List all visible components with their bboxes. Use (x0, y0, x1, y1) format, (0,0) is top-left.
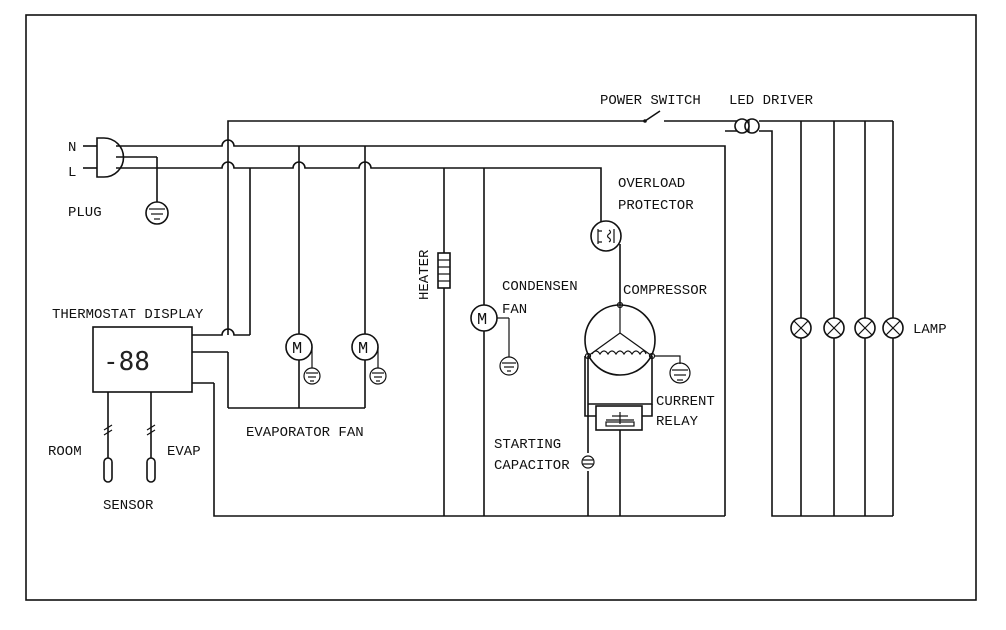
starting-label: STARTING (494, 437, 561, 453)
motor-symbol: M (358, 340, 368, 359)
condenser-fan: M (470, 304, 510, 357)
lamp-label: LAMP (913, 322, 947, 338)
compressor-label: COMPRESSOR (623, 283, 708, 299)
current-label: CURRENT (656, 394, 715, 410)
led-driver (734, 118, 760, 134)
wire-compressor-relay (587, 356, 653, 405)
fan-label: FAN (502, 302, 527, 318)
heater-element (437, 252, 451, 289)
display-readout: -88 (103, 347, 150, 377)
room-label: ROOM (48, 444, 82, 460)
wire-top (227, 120, 737, 335)
motor-symbol: M (477, 311, 487, 330)
starting-capacitor (581, 455, 595, 469)
relay-label: RELAY (656, 414, 699, 430)
wire-l (116, 161, 602, 335)
wire-evap-fans (227, 146, 366, 409)
wire-lamp-columns (800, 121, 894, 516)
capacitor-label: CAPACITOR (494, 458, 570, 474)
condensen-label: CONDENSEN (502, 279, 578, 295)
compressor (584, 301, 656, 376)
wire-compressor-ground (655, 355, 681, 364)
condenser-fan-ground-icon (499, 356, 519, 376)
evaporator-fan-label: EVAPORATOR FAN (246, 425, 364, 441)
power-switch (643, 110, 661, 123)
compressor-ground-icon (669, 362, 691, 384)
evaporator-fan-2-ground-icon (369, 367, 387, 385)
wire-led-driver (725, 120, 893, 517)
sensor-label: SENSOR (103, 498, 154, 514)
evap-label: EVAP (167, 444, 201, 460)
wire-display-top (192, 328, 250, 336)
plug-symbol (83, 137, 158, 202)
evaporator-fan-1-ground-icon (303, 367, 321, 385)
overload-label: OVERLOAD (618, 176, 685, 192)
thermostat-display-label: THERMOSTAT DISPLAY (52, 307, 204, 323)
evap-sensor (146, 392, 156, 483)
diagram-border (25, 14, 977, 601)
wire-n (116, 139, 726, 516)
wire-relay-down (587, 404, 621, 516)
motor-symbol: M (292, 340, 302, 359)
wire-compressor-relay-2 (584, 356, 653, 417)
power-switch-label: POWER SWITCH (600, 93, 701, 109)
plug-label: PLUG (68, 205, 102, 221)
protector-label: PROTECTOR (618, 198, 694, 214)
label-n: N (68, 140, 76, 156)
lamp-3 (854, 317, 876, 339)
room-sensor (103, 392, 113, 483)
thermostat-display: -88 (92, 326, 193, 393)
label-l: L (68, 165, 76, 181)
overload-protector (590, 220, 622, 252)
evaporator-fan-1: M (285, 333, 313, 368)
heater-label: HEATER (417, 249, 433, 300)
lamp-1 (790, 317, 812, 339)
evaporator-fan-2: M (351, 333, 379, 368)
plug-ground-icon (145, 201, 169, 225)
led-driver-label: LED DRIVER (729, 93, 814, 109)
current-relay (595, 405, 643, 431)
lamp-4 (882, 317, 904, 339)
lamp-2 (823, 317, 845, 339)
wire-bottom (213, 383, 725, 517)
